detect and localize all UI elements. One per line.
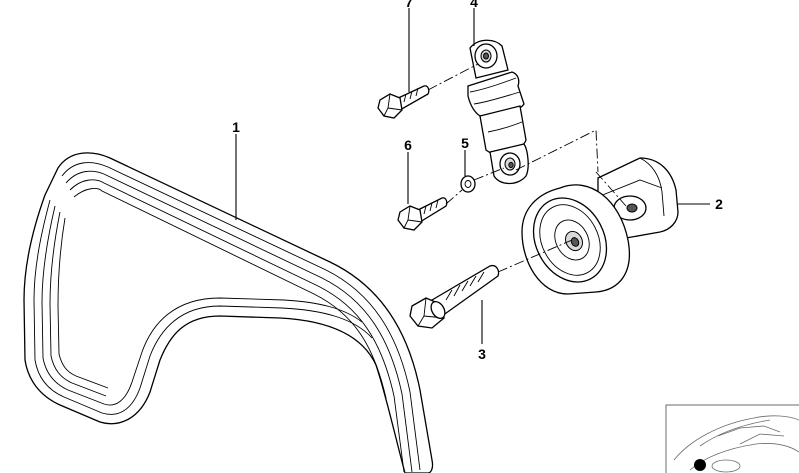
callout-6: 6 [404,137,412,153]
callout-1: 1 [232,119,240,135]
callout-5: 5 [461,135,469,151]
callout-3: 3 [478,346,486,362]
pulley-bolt[interactable] [409,264,500,329]
tensioner-damper[interactable] [467,39,529,185]
callout-7: 7 [405,0,413,10]
assembly-lines [427,63,627,273]
callout-4: 4 [470,0,478,10]
callout-2: 2 [715,196,723,212]
location-marker-icon [694,459,706,471]
upper-bolt[interactable] [377,85,430,119]
washer[interactable] [460,175,476,193]
tensioner-pulley[interactable] [519,157,679,295]
lower-bolt[interactable] [397,197,448,231]
car-location-thumbnail [665,404,799,473]
drive-belt[interactable] [23,152,434,473]
